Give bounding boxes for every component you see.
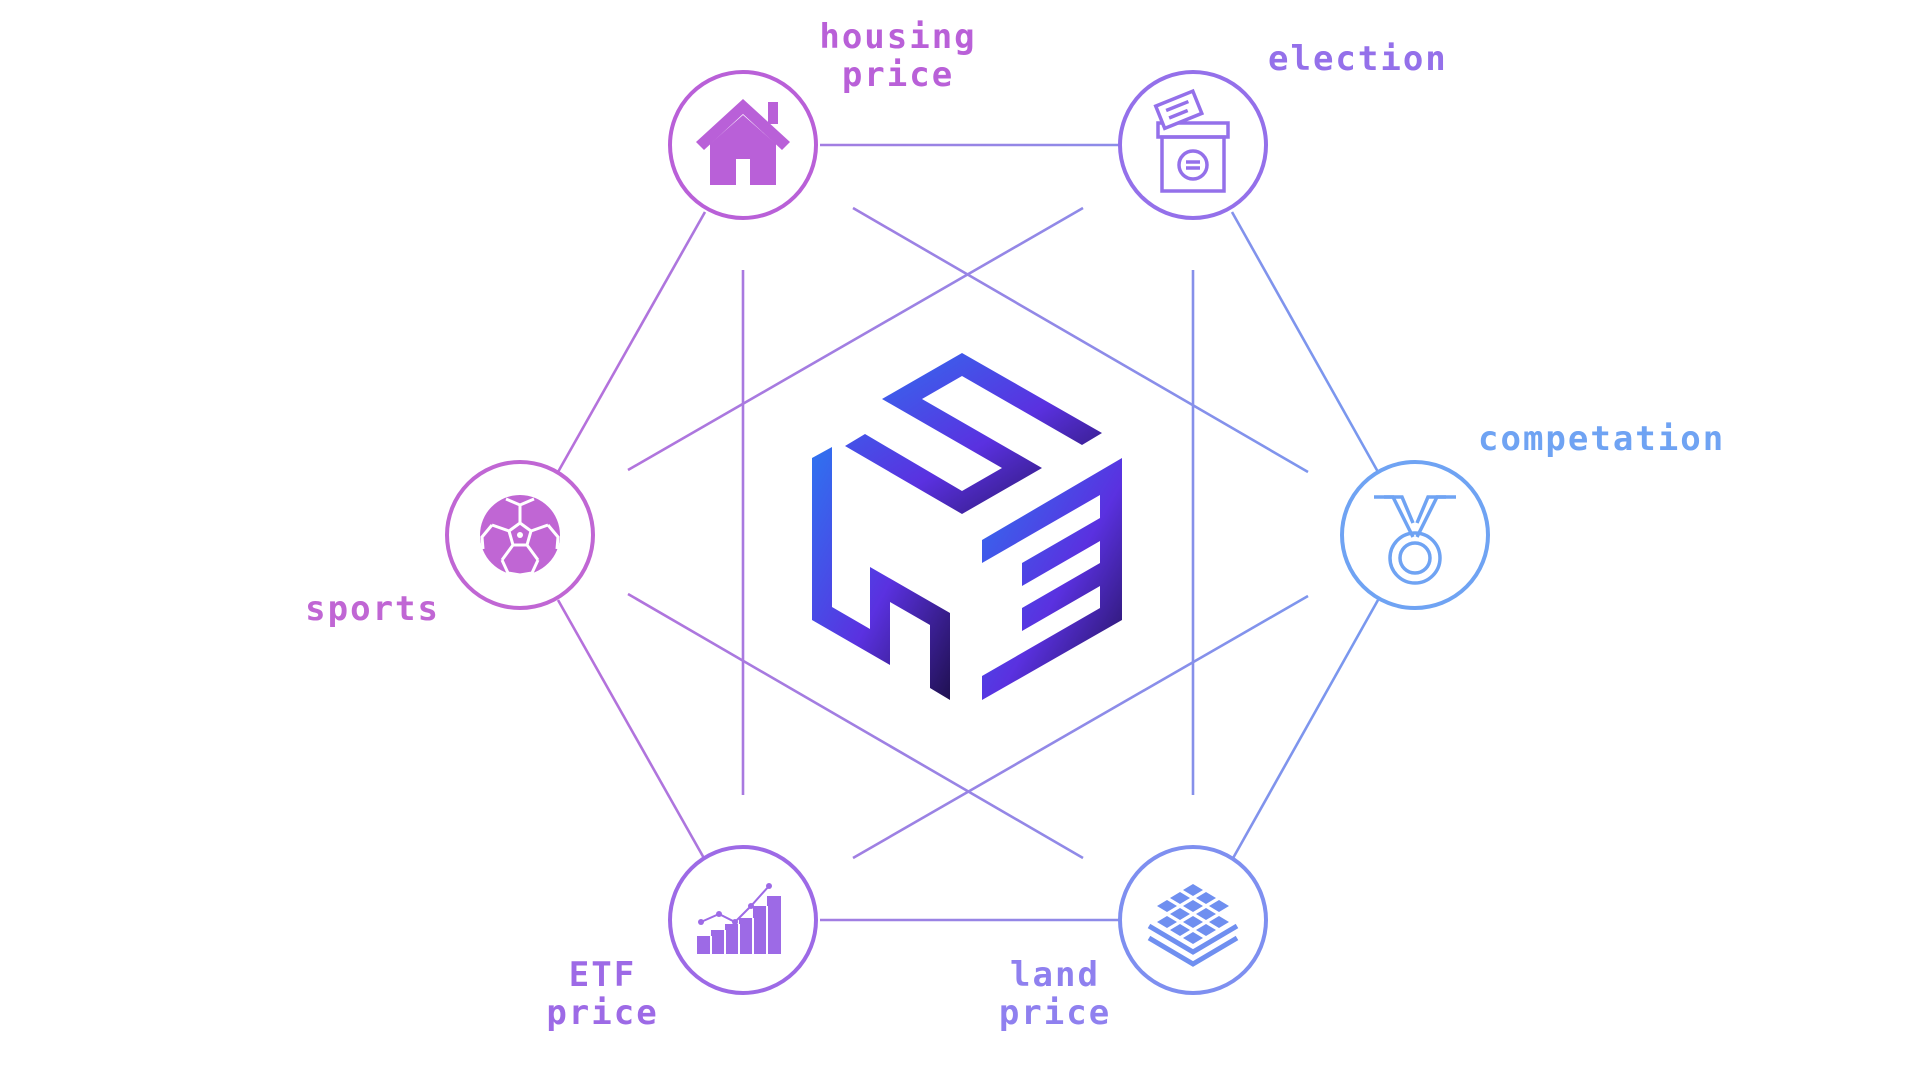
bar-chart-icon [697,883,781,954]
ballot-box-icon [1153,88,1230,193]
cube-logo-icon [812,353,1122,700]
label-competition-line-1: competation [1478,419,1726,459]
label-election-line-1: election [1268,39,1448,79]
label-housing-price: housing price [818,18,978,94]
label-etf-price: ETF price [540,956,665,1032]
inner-star [627,206,1309,860]
node-circles [445,70,1490,995]
label-etf-line-2: price [546,993,659,1033]
label-sports-line-1: sports [305,589,440,629]
house-icon [696,99,790,185]
label-election: election [1268,40,1448,78]
land-layers-icon [1147,884,1239,967]
label-housing-line-2: price [841,55,955,95]
node-competition [1340,460,1490,610]
medal-icon [1374,495,1456,585]
label-land-line-1: land [1010,955,1100,995]
label-land-price: land price [985,956,1125,1032]
label-etf-line-1: ETF [568,955,637,995]
outer-edges [556,143,1380,922]
label-sports: sports [290,590,440,628]
label-land-line-2: price [998,993,1112,1033]
label-competition: competation [1478,420,1725,458]
label-housing-line-1: housing [819,17,977,57]
soccer-ball-icon [480,495,560,577]
